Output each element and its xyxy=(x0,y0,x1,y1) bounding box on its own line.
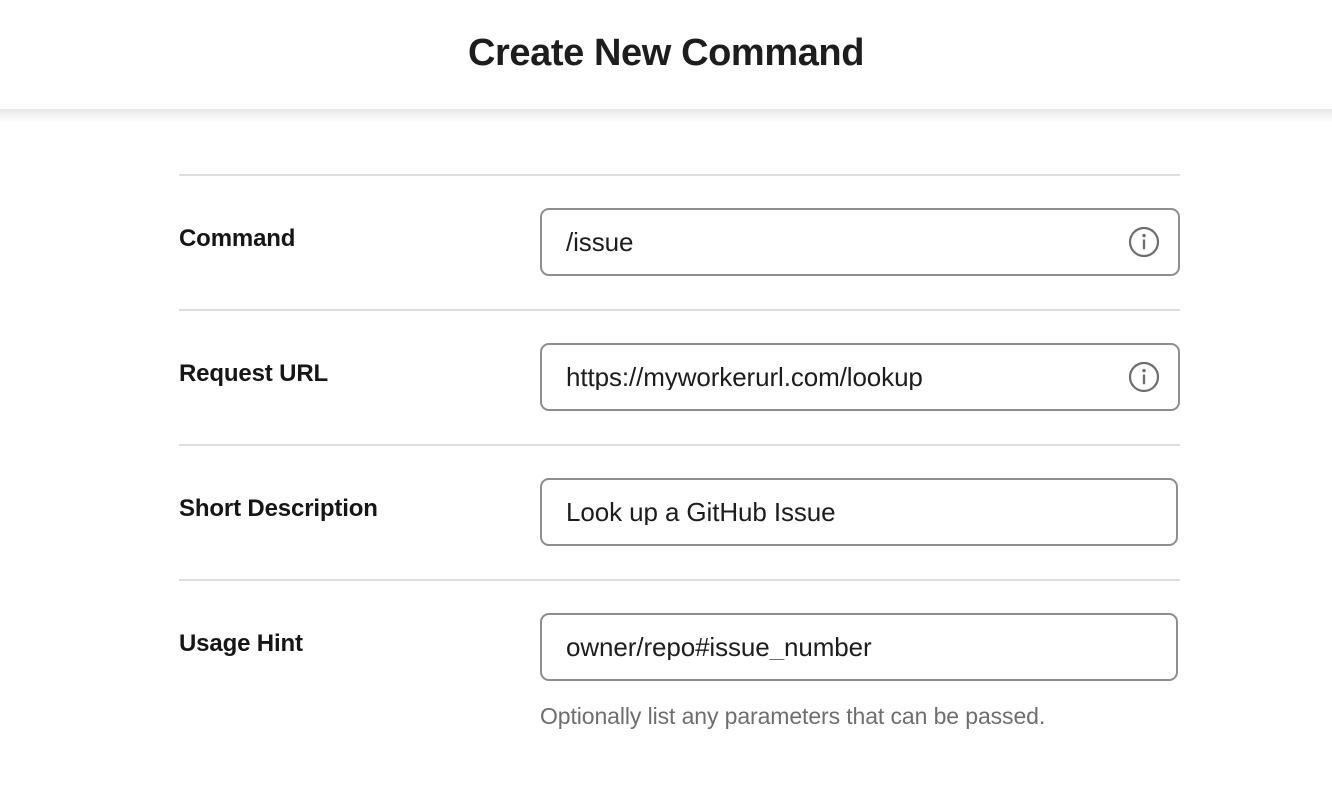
form-row-request-url: Request URL https://myworkerurl.com/look… xyxy=(179,311,1180,444)
usage-hint-help-text: Optionally list any parameters that can … xyxy=(540,703,1046,729)
label-command: Command xyxy=(179,225,296,252)
label-request-url: Request URL xyxy=(179,360,329,387)
divider-3 xyxy=(179,579,1180,581)
short-description-input[interactable]: Look up a GitHub Issue xyxy=(540,478,1178,546)
command-form: Command /issue xyxy=(179,174,1180,731)
form-row-usage-hint: Usage Hint owner/repo#issue_number Optio… xyxy=(179,581,1180,731)
modal-header: Create New Command xyxy=(0,0,1332,122)
divider-2 xyxy=(179,444,1180,446)
command-input-value[interactable]: /issue xyxy=(566,229,634,255)
info-icon[interactable] xyxy=(1128,361,1160,393)
divider-top xyxy=(179,174,1180,176)
request-url-input-value[interactable]: https://myworkerurl.com/lookup xyxy=(566,364,923,390)
label-short-description: Short Description xyxy=(179,495,378,522)
create-command-modal: Create New Command Command /issue xyxy=(0,0,1332,731)
request-url-input[interactable]: https://myworkerurl.com/lookup xyxy=(540,343,1180,411)
command-input[interactable]: /issue xyxy=(540,208,1180,276)
field-control-usage-hint: owner/repo#issue_number Optionally list … xyxy=(540,613,1180,731)
field-control-request-url: https://myworkerurl.com/lookup xyxy=(540,343,1180,411)
short-description-input-value[interactable]: Look up a GitHub Issue xyxy=(566,499,836,525)
modal-body: Command /issue xyxy=(0,110,1332,731)
field-control-short-description: Look up a GitHub Issue xyxy=(540,478,1180,546)
page-title: Create New Command xyxy=(467,32,865,74)
divider-1 xyxy=(179,309,1180,311)
field-control-command: /issue xyxy=(540,208,1180,276)
info-icon[interactable] xyxy=(1128,226,1160,258)
form-row-short-description: Short Description Look up a GitHub Issue xyxy=(179,446,1180,579)
usage-hint-input-value[interactable]: owner/repo#issue_number xyxy=(566,634,872,660)
form-row-command: Command /issue xyxy=(179,176,1180,309)
usage-hint-input[interactable]: owner/repo#issue_number xyxy=(540,613,1178,681)
label-usage-hint: Usage Hint xyxy=(179,630,303,657)
